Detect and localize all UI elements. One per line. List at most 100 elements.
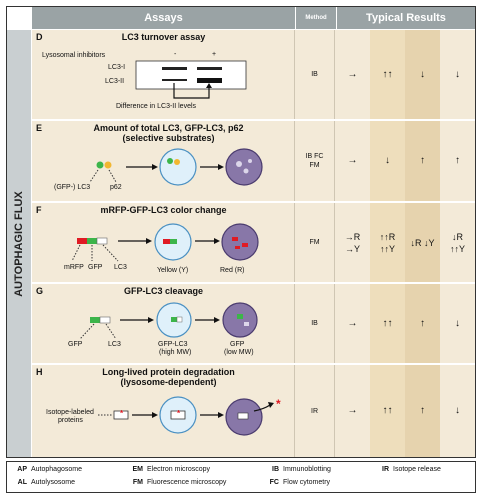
- results-header-label: Typical Results: [366, 12, 446, 24]
- result-3: ↑: [405, 121, 440, 201]
- lc3-label: (GFP-) LC3: [54, 184, 91, 191]
- assay-title-line2: (lysosome-dependent): [120, 377, 217, 387]
- row-g: G GFP-LC3 cleavage GFP LC3 GFP-LC3 (high…: [32, 284, 475, 364]
- row-letter: F: [36, 205, 42, 215]
- results-e: → ↓ ↑ ↑: [335, 121, 475, 201]
- inhibitors-label: Lysosomal inhibitors: [42, 52, 106, 59]
- assay-title: LC3 turnover assay: [121, 32, 206, 42]
- plus-label: +: [212, 51, 217, 58]
- method-e: IB FC FM: [295, 121, 335, 201]
- figure-frame: [6, 6, 476, 458]
- assay-e: E Amount of total LC3, GFP-LC3, p62(sele…: [32, 121, 295, 201]
- tandem-lc3-diagram: [71, 223, 259, 262]
- assay-title-line1: Amount of total LC3, GFP-LC3, p62: [93, 123, 244, 133]
- result-4: ↓R ↑↑Y: [449, 231, 465, 254]
- row-h: H Long-lived protein degradation(lysosom…: [32, 365, 475, 457]
- released-isotope-star: *: [276, 397, 281, 411]
- assay-f: F mRFP-GFP-LC3 color change mRFP GFP LC3…: [32, 203, 295, 282]
- isotope-label: Isotope-labeled: [46, 409, 94, 416]
- protein-degradation-diagram: [98, 396, 274, 436]
- assay-title-line2: (selective substrates): [122, 133, 215, 143]
- row-letter: E: [36, 123, 43, 133]
- assay-title: GFP-LC3 cleavage: [123, 286, 204, 296]
- results-h: → ↑↑ ↑ ↓: [335, 365, 475, 457]
- minus-label: -: [174, 51, 177, 58]
- assay-h: H Long-lived protein degradation(lysosom…: [32, 365, 295, 457]
- gfp-lc3-cleavage-diagram: [79, 302, 258, 340]
- method-d: IB: [295, 30, 335, 119]
- western-blot-diagram: [135, 60, 247, 99]
- gfp-cleaved-label: GFP: [230, 341, 245, 348]
- result-1: →: [347, 405, 358, 416]
- lc3-label: LC3: [108, 341, 121, 348]
- result-3: ↓R ↓Y: [405, 203, 440, 282]
- method-e-label: IB FC FM: [305, 153, 324, 169]
- results-f: →R →Y ↑↑R ↑↑Y ↓R ↓Y ↓R ↑↑Y: [335, 203, 475, 282]
- assay-g: G GFP-LC3 cleavage GFP LC3 GFP-LC3 (high…: [32, 284, 295, 363]
- assay-title: mRFP-GFP-LC3 color change: [100, 205, 227, 215]
- method-h: IR: [295, 365, 335, 457]
- results-g: → ↑↑ ↑ ↓: [335, 284, 475, 363]
- autophagic-flux-sidebar: AUTOPHAGIC FLUX: [7, 30, 31, 457]
- result-2: ↑↑: [370, 365, 405, 457]
- gfp-label: GFP: [68, 341, 83, 348]
- assays-header: Assays: [32, 7, 295, 29]
- low-mw-label: (low MW): [224, 349, 254, 356]
- gfp-label: GFP: [88, 264, 103, 271]
- red-label: Red (R): [220, 267, 245, 274]
- lc3i-label: LC3-I: [108, 64, 126, 71]
- assays-header-label: Assays: [144, 12, 183, 24]
- autophagic-flux-label: AUTOPHAGIC FLUX: [13, 190, 25, 297]
- p62-label: p62: [110, 184, 122, 191]
- row-letter: G: [36, 286, 44, 296]
- row-letter: H: [36, 367, 43, 377]
- method-f: FM: [295, 203, 335, 282]
- result-4: ↑: [455, 155, 460, 166]
- assay-d: D LC3 turnover assay Lysosomal inhibitor…: [32, 30, 295, 119]
- method-g: IB: [295, 284, 335, 363]
- lc3ii-label: LC3-II: [105, 78, 125, 85]
- results-d: → ↑↑ ↓ ↓: [335, 30, 475, 119]
- yellow-label: Yellow (Y): [157, 267, 189, 274]
- assay-title-line1: Long-lived protein degradation: [102, 367, 235, 377]
- proteins-label: proteins: [58, 417, 83, 424]
- result-3: ↑: [405, 365, 440, 457]
- row-e: E Amount of total LC3, GFP-LC3, p62(sele…: [32, 121, 475, 202]
- method-header: Method: [296, 7, 336, 29]
- result-ap-al-normal: →: [347, 68, 358, 80]
- result-1: →R →Y: [344, 231, 361, 254]
- result-2: ↑↑: [370, 284, 405, 363]
- difference-label: Difference in LC3-II levels: [116, 103, 197, 110]
- result-4: ↓: [455, 68, 460, 80]
- result-4: ↓: [455, 405, 460, 416]
- gfp-lc3-label: GFP-LC3: [158, 341, 188, 348]
- result-3: ↓: [405, 30, 440, 119]
- assay-title: Long-lived protein degradation(lysosome-…: [42, 367, 295, 387]
- result-2: ↑↑R ↑↑Y: [370, 203, 405, 282]
- row-d: D LC3 turnover assay Lysosomal inhibitor…: [32, 30, 475, 120]
- isotope-star: *: [120, 409, 124, 418]
- row-f: F mRFP-GFP-LC3 color change mRFP GFP LC3…: [32, 203, 475, 283]
- assay-title: Amount of total LC3, GFP-LC3, p62(select…: [42, 123, 295, 143]
- results-header: Typical Results: [337, 7, 475, 29]
- result-2: ↓: [370, 121, 405, 201]
- result-1: →: [347, 317, 358, 329]
- result-2: ↑↑: [370, 30, 405, 119]
- method-header-label: Method: [305, 14, 327, 21]
- high-mw-label: (high MW): [159, 349, 192, 356]
- result-1: →: [347, 155, 358, 166]
- mrfp-label: mRFP: [64, 264, 84, 271]
- result-3: ↑: [405, 284, 440, 363]
- isotope-star-autophagosome: *: [177, 409, 181, 418]
- result-4: ↓: [455, 317, 460, 329]
- lc3-p62-diagram: [89, 148, 263, 186]
- lc3-label: LC3: [114, 264, 127, 271]
